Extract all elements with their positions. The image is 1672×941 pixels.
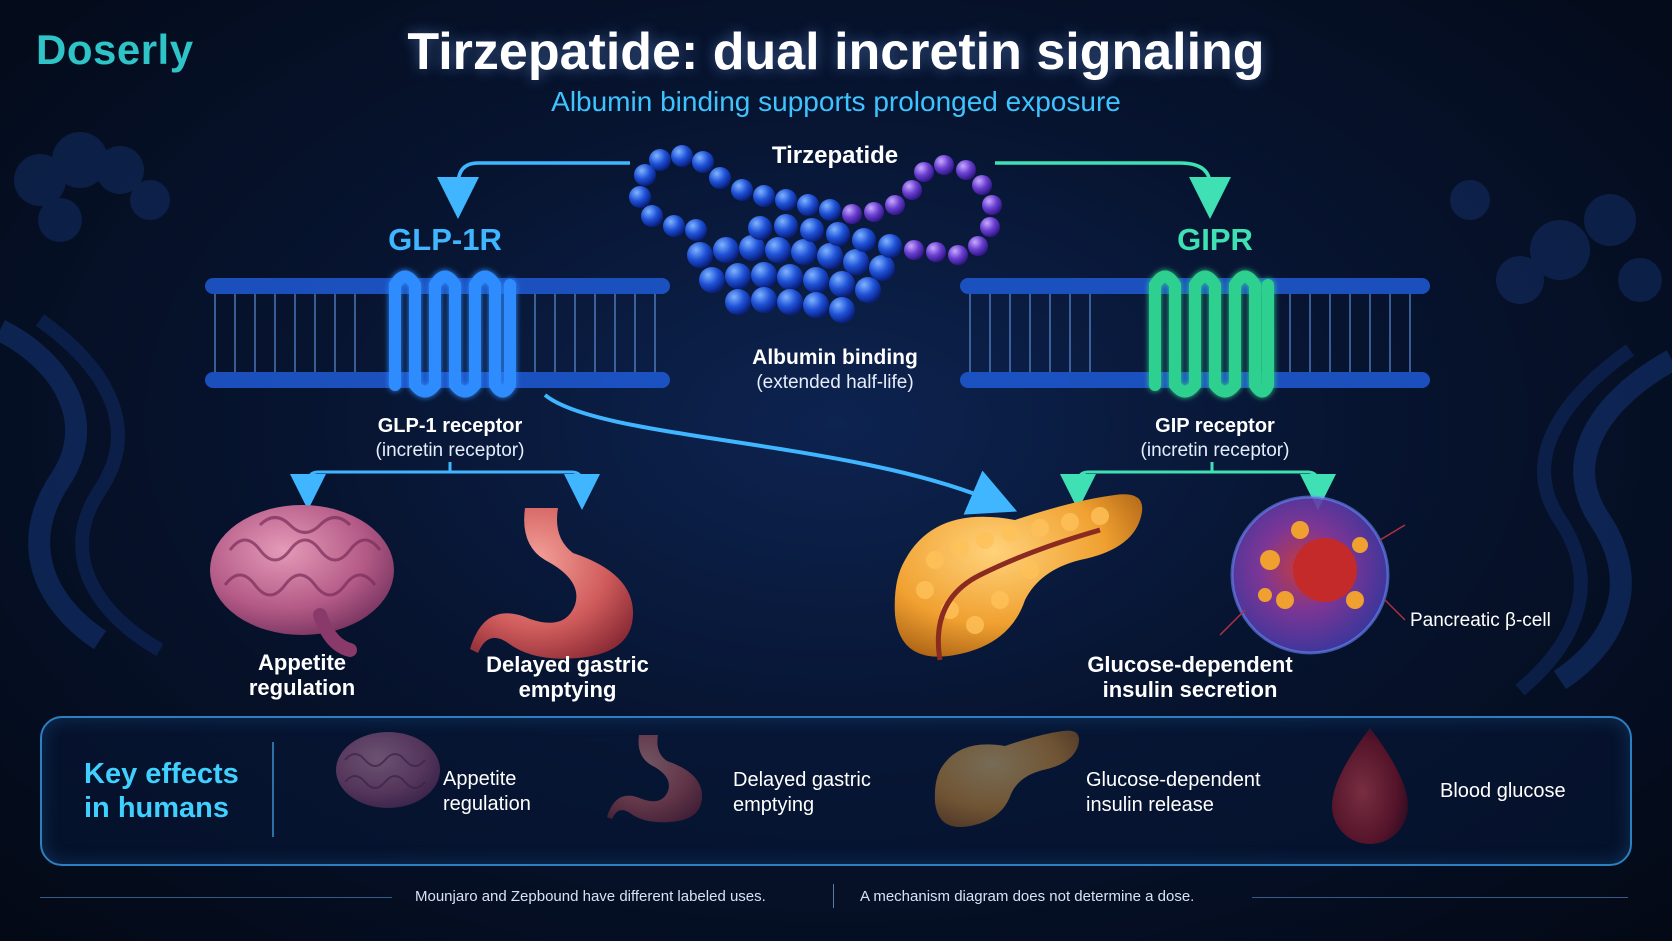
tirzepatide-molecule-icon	[629, 145, 1002, 323]
stomach-label: Delayed gastric emptying	[460, 652, 675, 702]
brain-icon	[210, 505, 394, 657]
gipr-label: GIPR	[1177, 222, 1253, 257]
albumin-binding-label: Albumin binding	[752, 346, 918, 369]
molecule-label: Tirzepatide	[771, 142, 899, 169]
stomach-label-line1: Delayed gastric	[486, 652, 649, 677]
brain-label: Appetite regulation	[202, 650, 402, 700]
key-effects-divider	[272, 742, 274, 837]
key-effect-line2: emptying	[733, 794, 815, 816]
key-effects-heading-line2: in humans	[84, 792, 230, 824]
key-effect-line2: insulin release	[1086, 794, 1214, 816]
pancreas-label-line1: Glucose-dependent	[1087, 652, 1293, 677]
glp1-receptor-note: (incretin receptor)	[375, 440, 525, 461]
page-title: Tirzepatide: dual incretin signaling	[407, 23, 1265, 81]
footer-rule-right	[1252, 897, 1628, 898]
brain-label-line2: regulation	[248, 675, 356, 700]
stomach-label-line2: emptying	[518, 677, 617, 702]
glp1-receptor-icon	[389, 270, 516, 398]
glp1r-label: GLP-1R	[388, 222, 502, 257]
key-effect-item: Delayed gastric emptying	[733, 768, 871, 818]
arrow-gipr-branch	[1060, 462, 1214, 510]
stomach-icon	[470, 508, 633, 659]
left-cell-membrane	[205, 278, 670, 388]
footer-divider	[833, 884, 834, 908]
background-helix-right	[1450, 180, 1672, 696]
gip-receptor-note: (incretin receptor)	[1140, 440, 1290, 461]
key-effects-heading: Key effects in humans	[84, 757, 239, 825]
page-subtitle: Albumin binding supports prolonged expos…	[551, 86, 1121, 117]
pancreas-label-line2: insulin secretion	[1102, 677, 1278, 702]
albumin-binding-note: (extended half-life)	[756, 372, 914, 393]
key-effect-item: Glucose-dependent insulin release	[1086, 768, 1261, 818]
arrow-to-glp1r	[437, 161, 630, 219]
key-effects-heading-line1: Key effects	[84, 758, 239, 790]
key-effect-item: Blood glucose	[1440, 779, 1566, 804]
pancreas-icon	[894, 494, 1143, 661]
arrow-to-gipr	[995, 161, 1231, 219]
key-effect-line1: Glucose-dependent	[1086, 769, 1261, 791]
key-effect-line1: Delayed gastric	[733, 769, 871, 791]
brand-logo: Doserly	[36, 26, 194, 73]
arrow-glp1r-to-pancreas	[543, 393, 1018, 515]
beta-cell-label: Pancreatic β-cell	[1410, 610, 1551, 631]
key-effects-panel	[40, 716, 1632, 866]
gip-receptor-name: GIP receptor	[1155, 415, 1275, 437]
background-helix-left	[0, 132, 170, 657]
arrow-gipr-to-beta-cell	[1212, 470, 1336, 510]
key-effect-line1: Appetite	[443, 768, 517, 790]
arrow-glp1r-to-stomach	[450, 470, 600, 510]
beta-cell-icon	[1219, 495, 1406, 655]
footer-note-right: A mechanism diagram does not determine a…	[860, 888, 1195, 905]
arrow-glp1r-branch	[290, 462, 452, 510]
brain-label-line1: Appetite	[258, 650, 346, 675]
key-effect-line2: regulation	[443, 793, 531, 815]
pancreas-label: Glucose-dependent insulin secretion	[1070, 652, 1310, 702]
footer-rule-left	[40, 897, 392, 898]
glp1-receptor-name: GLP-1 receptor	[377, 415, 523, 437]
key-effect-line1: Blood glucose	[1440, 780, 1566, 802]
key-effect-item: Appetite regulation	[443, 767, 531, 817]
gip-receptor-icon	[1149, 270, 1274, 398]
footer-note-left: Mounjaro and Zepbound have different lab…	[415, 888, 766, 905]
